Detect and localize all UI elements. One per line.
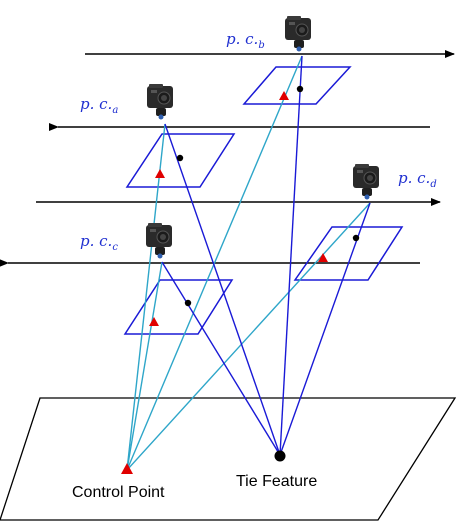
camera-icon — [145, 222, 173, 259]
tie-feature-image-d — [352, 234, 360, 242]
image-plane-d — [293, 226, 404, 281]
label-pc-b: p. c.b — [226, 30, 265, 51]
label-pc-d: p. c.d — [398, 169, 437, 190]
camera-icon — [284, 15, 312, 52]
ray-tie-d — [279, 202, 371, 456]
ray-control-a — [126, 123, 166, 471]
ray-control-b — [126, 55, 303, 471]
tie-feature-image-a — [176, 154, 184, 162]
camera-icon — [146, 83, 174, 120]
tie-feature-image-b — [296, 85, 304, 93]
control-point-marker — [121, 463, 133, 474]
label-pc-a: p. c.a — [80, 95, 118, 116]
control-point-image-b — [279, 91, 289, 100]
ray-tie-c — [161, 261, 281, 456]
label-pc-c: p. c.c — [80, 232, 118, 253]
tie-feature-marker — [274, 450, 286, 462]
control-point-image-a — [155, 169, 165, 178]
ray-control-d — [126, 202, 371, 471]
label-control-point: Control Point — [72, 484, 165, 501]
image-plane-b — [242, 66, 352, 105]
ray-tie-b — [279, 55, 303, 456]
ray-tie-a — [164, 123, 281, 456]
label-tie-feature: Tie Feature — [236, 473, 317, 490]
control-point-image-d — [318, 253, 328, 262]
tie-feature-image-c — [184, 299, 192, 307]
ray-control-c — [126, 261, 163, 471]
control-point-image-c — [149, 317, 159, 326]
image-plane-a — [125, 133, 236, 188]
ground-plane — [0, 397, 457, 521]
camera-icon — [352, 163, 380, 200]
